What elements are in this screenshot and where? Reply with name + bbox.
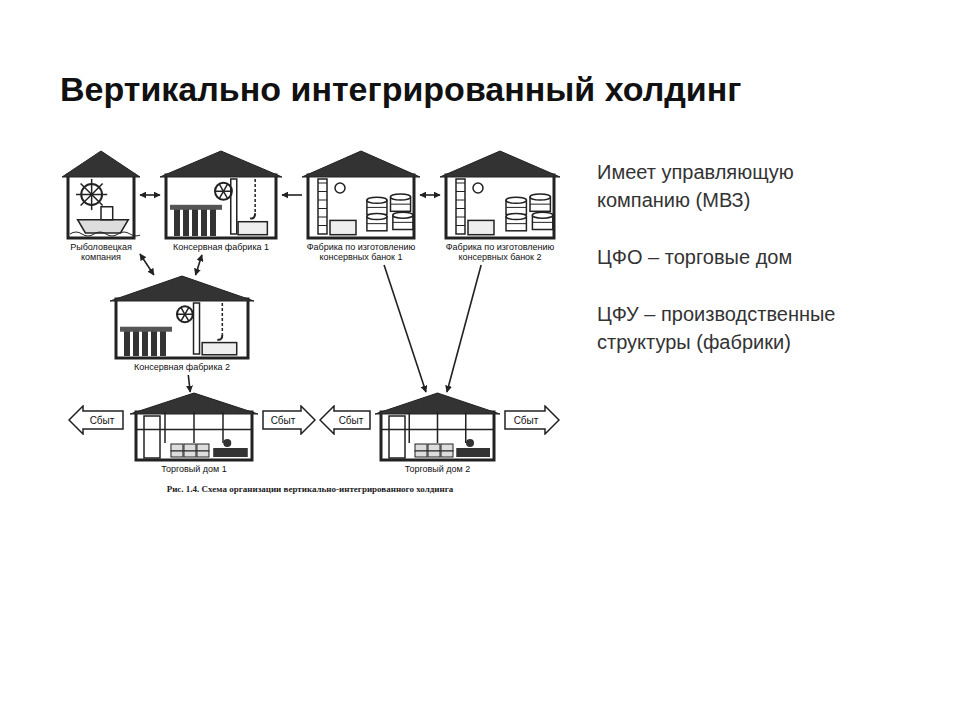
arrow-label: Сбыт (513, 415, 540, 426)
sales-arrow: Сбыт (504, 405, 560, 435)
company-building: Рыболовецкая компания (62, 150, 140, 265)
building-illustration (62, 150, 140, 240)
figure-caption: Рис. 1.4. Схема организации вертикально-… (150, 484, 470, 494)
building-label: Фабрика по изготовлению консервных банок… (302, 243, 420, 263)
company-building: Консервная фабрика 2 (110, 275, 254, 375)
side-note: ЦФУ – производственные структуры (фабрик… (597, 300, 882, 356)
building-label: Торговый дом 2 (375, 465, 500, 475)
flow-arrow (420, 194, 440, 196)
flow-arrow (188, 375, 190, 392)
building-label: Консервная фабрика 1 (160, 243, 282, 253)
flow-arrow (140, 194, 160, 196)
side-note: ЦФО – торговые дом (597, 243, 882, 271)
building-illustration (160, 150, 282, 240)
arrow-label: Сбыт (338, 415, 365, 426)
building-illustration (440, 150, 560, 240)
company-building: Торговый дом 2 (375, 392, 500, 477)
flow-arrow (140, 254, 154, 275)
flow-arrow (196, 255, 202, 275)
building-illustration (375, 392, 500, 462)
company-building: Фабрика по изготовлению консервных банок… (440, 150, 560, 265)
building-label: Фабрика по изготовлению консервных банок… (440, 243, 560, 263)
side-note: Имеет управляющую компанию (МВЗ) (597, 158, 882, 214)
arrow-label: Сбыт (89, 415, 116, 426)
flow-arrow (282, 194, 302, 196)
sales-arrow: Сбыт (319, 405, 371, 435)
flow-arrow (447, 265, 481, 392)
building-label: Консервная фабрика 2 (110, 363, 254, 373)
company-building: Фабрика по изготовлению консервных банок… (302, 150, 420, 265)
slide-title: Вертикально интегрированный холдинг (60, 70, 741, 109)
building-label: Торговый дом 1 (130, 465, 258, 475)
sales-arrow: Сбыт (68, 405, 124, 435)
sales-arrow: Сбыт (262, 405, 316, 435)
building-label: Рыболовецкая компания (62, 243, 140, 263)
flow-arrow (384, 265, 426, 392)
building-illustration (302, 150, 420, 240)
arrow-label: Сбыт (270, 415, 297, 426)
building-illustration (110, 275, 254, 360)
company-building: Торговый дом 1 (130, 392, 258, 477)
building-illustration (130, 392, 258, 462)
company-building: Консервная фабрика 1 (160, 150, 282, 255)
